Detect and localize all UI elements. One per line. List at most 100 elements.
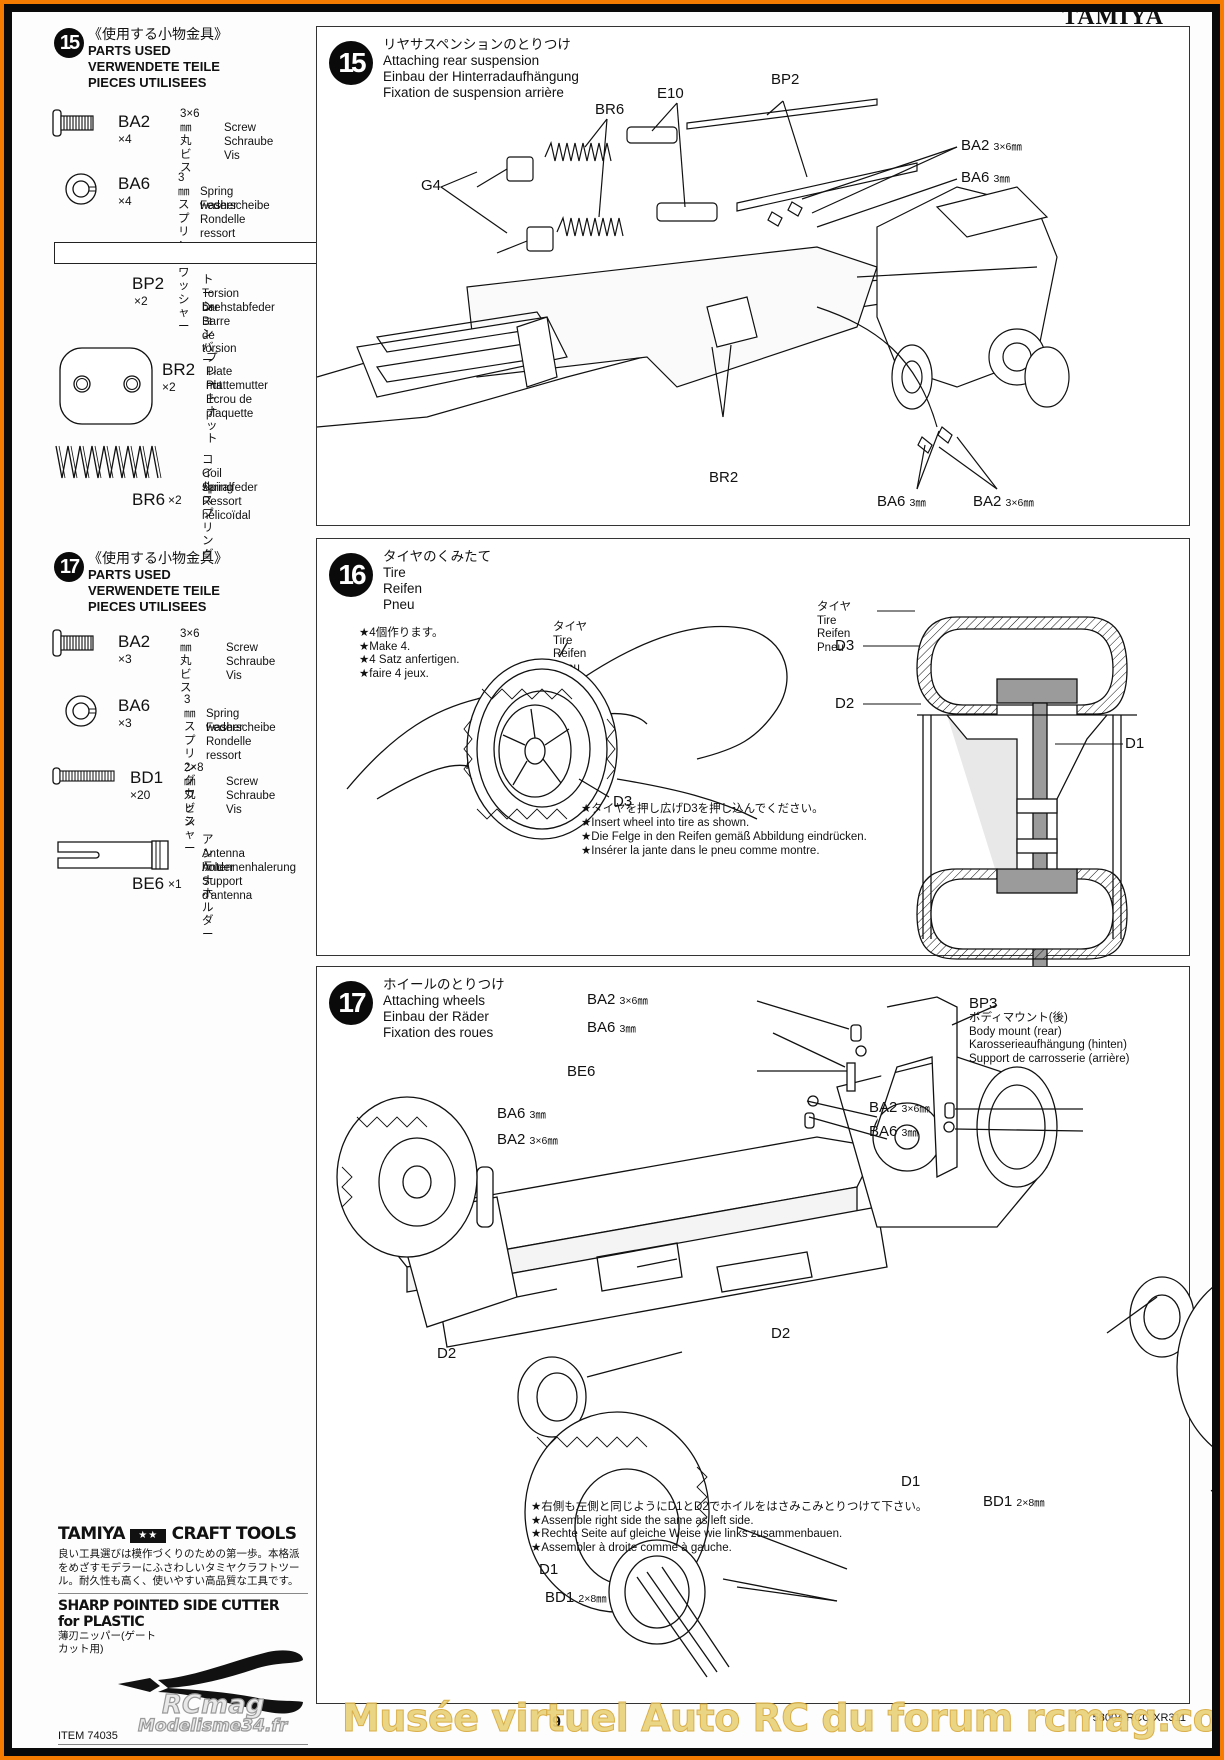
label-ba6-bottom: BA6 3㎜: [877, 493, 926, 510]
step-title-en: Attaching wheels: [383, 993, 486, 1008]
part-desc-en: Screw: [226, 776, 258, 788]
part-desc-de: Schraube: [226, 790, 276, 802]
label-br2: BR2: [709, 469, 739, 486]
parts-title-en: PARTS USED: [88, 567, 171, 582]
parts-title-en: PARTS USED: [88, 43, 171, 58]
label-be6: BE6: [567, 1063, 596, 1080]
label-ba2-a: BA2 3×6㎜: [587, 991, 648, 1008]
part-qty: ×2: [162, 380, 176, 394]
part-desc-de: Schraube: [224, 136, 274, 148]
part-desc-jp: 2×8㎜丸ビス: [184, 762, 204, 828]
label-d3: D3: [613, 793, 633, 810]
manual-page: TAMIYA 15 《使用する小物金具》 PARTS USED VERWENDE…: [12, 12, 1212, 1748]
label-bd1-left: BD1 2×8㎜: [545, 1589, 607, 1606]
step-title-jp: リヤサスペンションのとりつけ: [383, 37, 571, 52]
step-badge: 15: [54, 28, 84, 58]
part-desc-de: Plattemutter: [206, 380, 268, 392]
part-qty: ×20: [130, 788, 151, 802]
part-desc-en: Coil spring: [202, 468, 234, 494]
watermark-modelisme-logo: Modelisme34.fr: [137, 1715, 288, 1736]
section-tire-label: タイヤ Tire Reifen Pneu: [817, 601, 852, 654]
label-d1-right: D1: [901, 1473, 921, 1490]
part-desc-jp: プレートナット: [206, 352, 218, 445]
make-notes: ★4個作ります。 ★Make 4. ★4 Satz anfertigen. ★f…: [359, 627, 460, 680]
part-desc-jp: 3㎜スプリングワッシャー: [184, 694, 196, 855]
parts-title-jp: 《使用する小物金具》: [88, 550, 228, 566]
divider: [58, 1744, 308, 1745]
rear-suspension-diagram: [316, 98, 1070, 490]
label-ba2-bottom: BA2 3×6㎜: [973, 493, 1034, 510]
part-desc-de: Schraube: [226, 656, 276, 668]
part-desc-jp: コイルスプリング: [202, 454, 214, 561]
part-desc-en: Screw: [226, 642, 258, 654]
screw-icon: [52, 629, 94, 657]
part-desc-fr: Ressort hélicoïdal: [202, 496, 251, 522]
part-desc-fr: Vis: [226, 804, 242, 816]
part-code: BR2: [162, 360, 196, 379]
part-desc-fr: Rondelle ressort: [206, 736, 252, 762]
part-desc-en: Spring washer: [200, 186, 238, 212]
part-desc-jp: アンテナホルダー: [202, 834, 214, 941]
label-d2-right: D2: [771, 1325, 791, 1342]
parts-title-de: VERWENDETE TEILE: [88, 59, 220, 74]
part-code: BP2: [132, 274, 165, 293]
tire-cross-section: [916, 616, 1137, 974]
step-title-de: Einbau der Räder: [383, 1009, 489, 1024]
part-desc-en: Spring washer: [206, 708, 244, 734]
kit-code: 58004 RCC XR311: [1092, 1712, 1186, 1724]
watermark-rcmag-logo: RCmag: [161, 1689, 265, 1720]
part-desc-fr: Ecrou de plaquette: [206, 394, 254, 420]
label-br6: BR6: [595, 101, 625, 118]
part-desc-jp: 3×6㎜丸ビス: [180, 108, 200, 174]
label-ba2-c: BA2 3×6㎜: [869, 1099, 930, 1116]
part-qty: ×3: [118, 716, 132, 730]
part-desc-fr: Support d'antenna: [202, 876, 253, 902]
label-ba2-b: BA2 3×6㎜: [497, 1131, 558, 1148]
part-desc-fr: Barre de torsion: [202, 316, 237, 355]
craft-tools-ad: TAMIYA ★★ CRAFT TOOLS 良い工具選びは模作づくりのための第一…: [58, 1524, 308, 1745]
step-title-de: Einbau der Hinterradaufhängung: [383, 69, 579, 84]
label-ba6-c: BA6 3㎜: [869, 1123, 918, 1140]
antenna-holder-icon: [57, 840, 169, 870]
parts-title-fr: PIECES UTILISEES: [88, 599, 207, 614]
part-desc-de: Antennenhalerung: [202, 862, 296, 874]
part-desc-fr: Vis: [226, 670, 242, 682]
part-code: BA2: [118, 112, 151, 131]
part-code: BA2: [118, 632, 151, 651]
part-qty: ×1: [168, 877, 182, 891]
part-desc-fr: Vis: [224, 150, 240, 162]
wheel-attachment-diagram: [336, 996, 1212, 1678]
step-title-en: Attaching rear suspension: [383, 53, 540, 68]
label-ba6-a: BA6 3㎜: [587, 1019, 636, 1036]
label-ba6-top: BA6 3㎜: [961, 169, 1010, 186]
section-label-d3: D3: [835, 637, 855, 654]
section-label-d2: D2: [835, 695, 855, 712]
screw-icon: [52, 767, 115, 785]
part-desc-de: Spiralfeder: [202, 482, 258, 494]
step-title-fr: Pneu: [383, 597, 415, 612]
step-badge: 15: [329, 41, 373, 85]
part-qty: ×2: [168, 493, 182, 507]
part-desc-jp: トーションバー: [202, 274, 214, 367]
step-badge: 17: [54, 552, 84, 582]
part-code: BE6: [132, 874, 165, 893]
part-desc-de: Federscheibe: [206, 722, 276, 734]
watermark-site-text: Musée virtuel Auto RC du forum rcmag.com: [342, 1696, 1212, 1741]
part-desc-en: Antenna holder: [202, 848, 245, 874]
plate-nut-icon: [59, 347, 153, 425]
side-cutter-icon: [118, 1650, 303, 1714]
spring-washer-icon: [65, 173, 97, 205]
item-number: ITEM 74035: [58, 1730, 118, 1742]
section-label-d1: D1: [1125, 735, 1145, 752]
step-badge: 16: [329, 553, 373, 597]
step-title-de: Reifen: [383, 581, 423, 596]
part-qty: ×2: [134, 294, 148, 308]
step-16-panel: 16 タイヤのくみたて Tire Reifen Pneu ★4個作ります。 ★M…: [316, 538, 1190, 974]
part-desc-en: Screw: [224, 122, 256, 134]
tamiya-star-logo-icon: ★★: [130, 1529, 167, 1543]
craft-tools-heading: TAMIYA ★★ CRAFT TOOLS: [58, 1524, 297, 1544]
label-ba2-top: BA2 3×6㎜: [961, 137, 1022, 154]
part-code: BD1: [130, 768, 164, 787]
part-code: BA6: [118, 174, 151, 193]
spring-washer-icon: [65, 695, 97, 727]
